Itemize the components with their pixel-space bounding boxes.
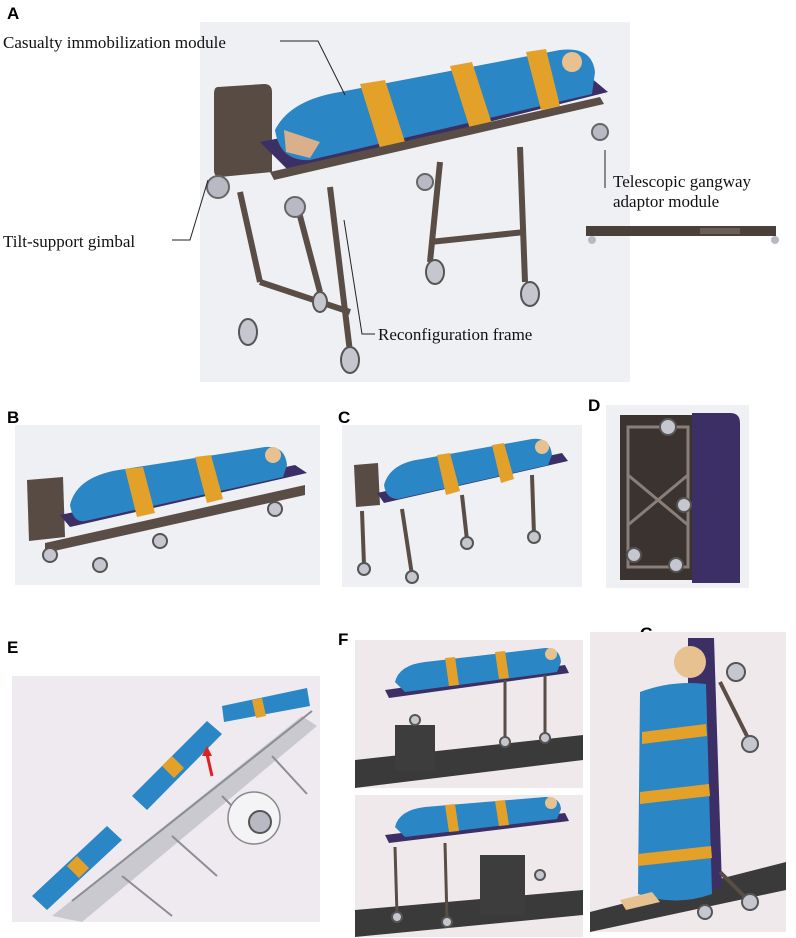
panel-f-bottom-scene	[355, 795, 583, 937]
callout-immobilization-module: Casualty immobilization module	[3, 33, 226, 52]
panel-label-d: D	[588, 396, 601, 415]
stretcher-headboard	[214, 84, 272, 177]
callout-leader-lines	[172, 40, 606, 335]
callout-tilt-support-gimbal: Tilt-support gimbal	[3, 232, 136, 251]
callout-gangway-line1: Telescopic gangway	[613, 172, 752, 191]
panel-e-scene	[12, 676, 320, 922]
panel-d-scene	[606, 405, 749, 588]
panel-label-b: B	[7, 408, 20, 427]
casualty-head	[562, 52, 582, 72]
panel-label-a: A	[7, 4, 20, 23]
callout-reconfiguration-frame: Reconfiguration frame	[378, 325, 533, 344]
panel-label-f: F	[338, 630, 349, 649]
panel-f-top-scene	[355, 640, 583, 788]
standing-casualty-head	[674, 646, 706, 678]
gangway-adaptor-drawing	[580, 220, 785, 246]
gimbal-wheel	[206, 175, 230, 199]
panel-c-scene	[342, 425, 582, 587]
panel-a-scene	[200, 22, 630, 382]
casualty-blanket	[275, 49, 595, 161]
callout-gangway-line2: adaptor module	[613, 192, 720, 211]
panel-label-e: E	[7, 638, 19, 657]
panel-g-scene	[590, 632, 786, 932]
panel-label-c: C	[338, 408, 351, 427]
panel-b-scene	[15, 425, 320, 585]
